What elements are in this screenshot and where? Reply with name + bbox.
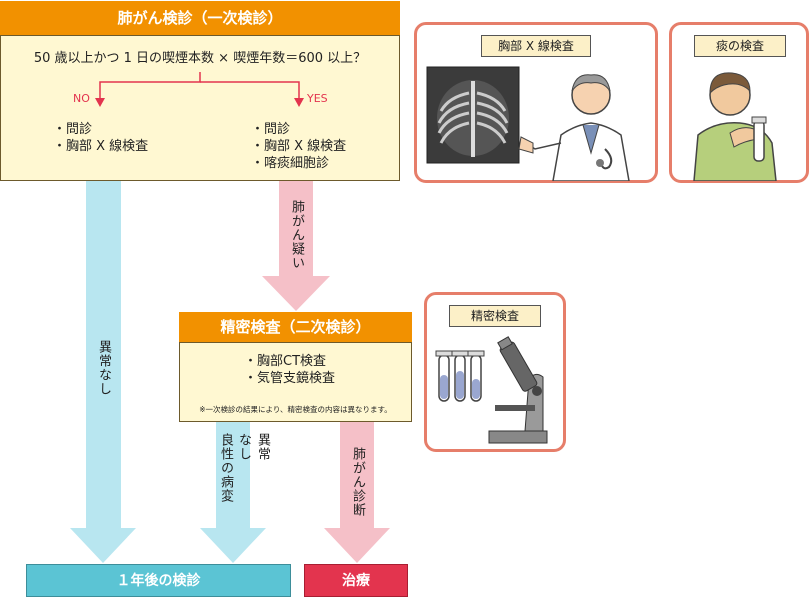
sputum-illustration [693, 72, 777, 181]
yes-item: ・問診 [251, 122, 291, 137]
arrow-diagnosis [324, 422, 390, 563]
followup-bar: １年後の検診 [26, 564, 291, 597]
secondary-box: ・胸部CT検査 ・気管支鏡検査 ※一次検診の結果により、精密検査の内容は異なりま… [179, 342, 412, 422]
doctor-xray-illustration [426, 66, 630, 181]
flow-label-benign: 良性の病変 [218, 433, 233, 503]
yes-label: YES [307, 92, 328, 105]
no-item: ・問診 [53, 122, 93, 137]
primary-question: 50 歳以上かつ 1 日の喫煙本数 × 喫煙年数＝600 以上？ [33, 51, 367, 66]
detail-label: 精密検査 [449, 305, 541, 327]
xray-label: 胸部 X 線検査 [481, 35, 591, 57]
lab-illustration [435, 336, 548, 444]
no-item: ・胸部 X 線検査 [53, 139, 149, 154]
xray-panel: 胸部 X 線検査 [414, 22, 658, 183]
secondary-title: 精密検査（二次検診） [179, 312, 412, 342]
secondary-items: ・胸部CT検査 ・気管支鏡検査 [244, 353, 335, 387]
secondary-item: ・胸部CT検査 [244, 354, 327, 369]
detail-panel: 精密検査 [424, 292, 566, 452]
yes-item: ・喀痰細胞診 [251, 156, 330, 171]
no-items: ・問診 ・胸部 X 線検査 [53, 121, 148, 155]
flow-label-no-abnormality-mid: 異常なし [236, 433, 270, 461]
flow-label-no-abnormality-left: 異常なし [96, 340, 111, 396]
doctor-icon [518, 74, 630, 181]
arrow-benign [200, 422, 266, 563]
test-tubes-icon [435, 350, 485, 402]
no-label: NO [73, 92, 90, 105]
flow-label-diagnosis: 肺がん診断 [350, 447, 365, 517]
arrow-suspected [262, 181, 330, 311]
primary-title: 肺がん検診（一次検診） [0, 1, 400, 35]
flow-label-suspected: 肺がん疑い [289, 200, 304, 270]
sputum-panel: 痰の検査 [669, 22, 809, 183]
yes-items: ・問診 ・胸部 X 線検査 ・喀痰細胞診 [251, 121, 346, 172]
test-tube-icon [751, 116, 767, 162]
secondary-item: ・気管支鏡検査 [244, 371, 336, 386]
sputum-label: 痰の検査 [694, 35, 786, 57]
primary-box: 50 歳以上かつ 1 日の喫煙本数 × 喫煙年数＝600 以上？ NO YES … [0, 35, 400, 181]
branch-lines [95, 72, 304, 107]
yes-item: ・胸部 X 線検査 [251, 139, 347, 154]
microscope-icon [488, 336, 548, 444]
treatment-bar: 治療 [304, 564, 408, 597]
secondary-note: ※一次検診の結果により、精密検査の内容は異なります。 [199, 405, 392, 414]
arrow-no-abnormality-left [70, 181, 136, 563]
